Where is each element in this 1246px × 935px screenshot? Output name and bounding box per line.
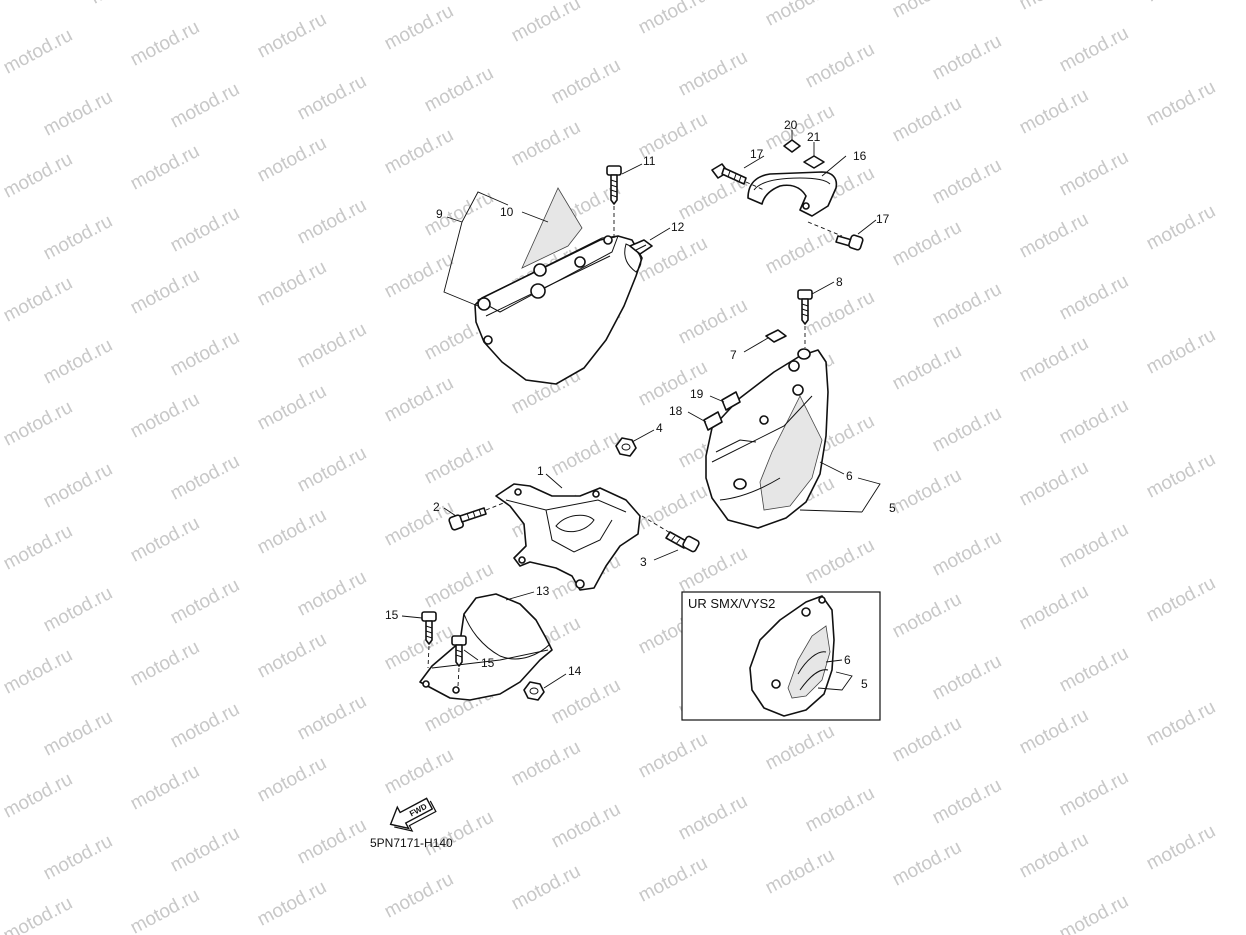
callout-19: 19: [690, 387, 704, 401]
callout-15-left: 15: [385, 608, 399, 622]
callout-20: 20: [784, 118, 798, 132]
callout-8: 8: [836, 275, 843, 289]
callout-17-upper: 17: [750, 147, 764, 161]
clip-nut-12[interactable]: [629, 239, 653, 255]
side-cover-upper[interactable]: [474, 187, 643, 385]
callout-6: 6: [846, 469, 853, 483]
nut-14[interactable]: [523, 681, 545, 701]
callout-labels: 1 2 3 4 5 6 7 8 9 10 11 12 13 14 15 15 1…: [385, 118, 896, 691]
bolt-2[interactable]: [448, 501, 507, 531]
bolt-3[interactable]: [641, 515, 700, 553]
callout-4: 4: [656, 421, 663, 435]
drawing-code: 5PN7171-H140: [370, 836, 453, 850]
leader-lines: [401, 130, 881, 691]
inset-side-cover[interactable]: [749, 595, 835, 717]
callout-5: 5: [889, 501, 896, 515]
inset-variant-box: [681, 591, 881, 721]
pad-20[interactable]: [783, 139, 801, 153]
callout-16: 16: [853, 149, 867, 163]
callout-2: 2: [433, 500, 440, 514]
callout-12: 12: [671, 220, 685, 234]
callout-15-right: 15: [481, 656, 495, 670]
inset-title: UR SMX/VYS2: [688, 596, 775, 611]
rear-bracket-16[interactable]: [747, 171, 838, 217]
callout-18: 18: [669, 404, 683, 418]
callout-10: 10: [500, 205, 514, 219]
inset-callout-5: 5: [861, 677, 868, 691]
callout-11: 11: [643, 154, 656, 168]
bolt-8[interactable]: [797, 289, 813, 348]
callout-7: 7: [730, 348, 737, 362]
clip-nut-7[interactable]: [765, 329, 787, 343]
fwd-arrow-icon: FWD: [389, 797, 437, 832]
bolt-15-right[interactable]: [451, 635, 467, 687]
callout-21: 21: [807, 130, 821, 144]
bolt-11[interactable]: [606, 165, 622, 238]
decal-19[interactable]: [721, 391, 741, 411]
callout-13: 13: [536, 584, 550, 598]
inset-callout-6: 6: [844, 653, 851, 667]
callout-17-lower: 17: [876, 212, 890, 226]
side-cover-lower[interactable]: [705, 348, 829, 529]
bolt-17-lower[interactable]: [807, 221, 864, 251]
pad-21[interactable]: [803, 155, 825, 169]
callout-9: 9: [436, 207, 443, 221]
callout-1: 1: [537, 464, 544, 478]
callout-3: 3: [640, 555, 647, 569]
bolt-17-upper[interactable]: [711, 163, 765, 191]
decal-18[interactable]: [703, 411, 723, 431]
center-bracket-1[interactable]: [495, 483, 641, 591]
lower-cover-13[interactable]: [419, 593, 553, 701]
bolt-15-left[interactable]: [421, 611, 437, 669]
callout-14: 14: [568, 664, 582, 678]
nut-4[interactable]: [615, 437, 637, 457]
